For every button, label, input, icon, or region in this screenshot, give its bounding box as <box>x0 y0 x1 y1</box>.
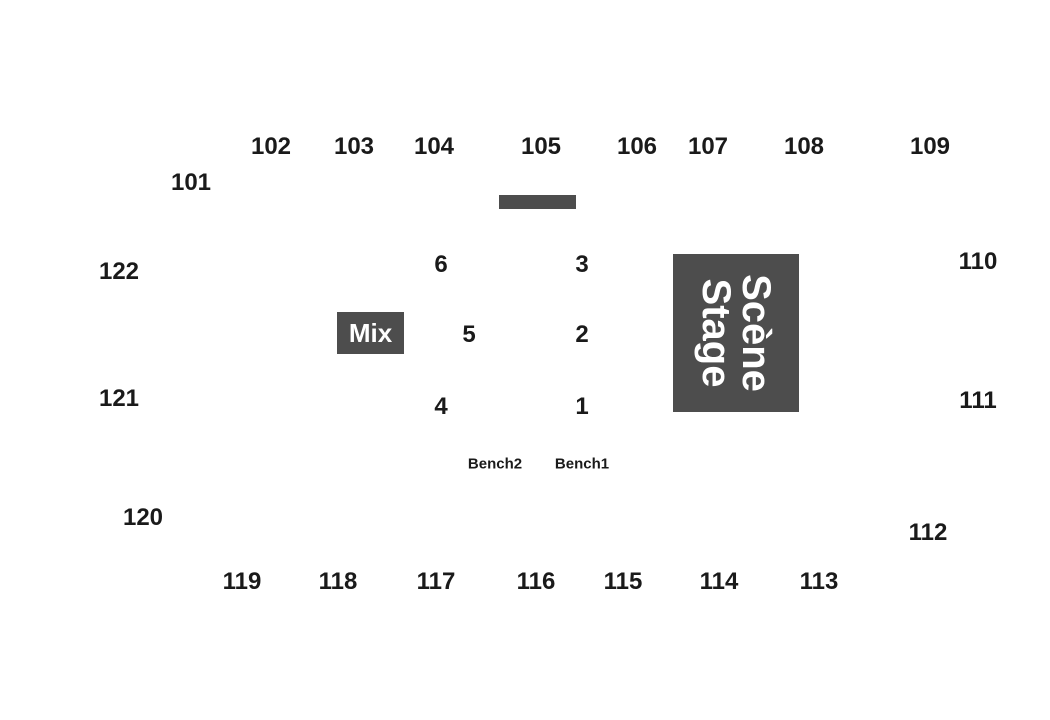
section-106[interactable]: 106 <box>616 133 658 160</box>
section-110[interactable]: 110 <box>958 248 998 275</box>
section-118[interactable]: 118 <box>318 568 358 595</box>
section-112[interactable]: 112 <box>908 519 948 546</box>
bench-2[interactable]: Bench2 <box>467 455 523 473</box>
section-103[interactable]: 103 <box>333 133 375 160</box>
section-121[interactable]: 121 <box>98 385 140 412</box>
section-101[interactable]: 101 <box>170 169 212 196</box>
section-117[interactable]: 117 <box>416 568 456 595</box>
floor-section-5[interactable]: 5 <box>462 321 476 348</box>
mix-label: Mix <box>348 318 393 348</box>
mix-booth: Mix <box>337 312 404 354</box>
section-119[interactable]: 119 <box>222 568 262 595</box>
section-102[interactable]: 102 <box>250 133 292 160</box>
floor-section-3[interactable]: 3 <box>575 251 589 278</box>
floor-section-1[interactable]: 1 <box>575 393 589 420</box>
section-116[interactable]: 116 <box>516 568 556 595</box>
platform-bar <box>499 195 576 209</box>
section-113[interactable]: 113 <box>799 568 839 595</box>
section-109[interactable]: 109 <box>909 133 951 160</box>
stage: Scène Stage <box>673 254 799 412</box>
section-108[interactable]: 108 <box>783 133 825 160</box>
section-122[interactable]: 122 <box>98 258 140 285</box>
stage-labels: Scène Stage <box>694 274 778 392</box>
floor-section-4[interactable]: 4 <box>434 393 448 420</box>
section-115[interactable]: 115 <box>603 568 643 595</box>
bench-1[interactable]: Bench1 <box>554 455 610 473</box>
section-105[interactable]: 105 <box>520 133 562 160</box>
section-111[interactable]: 111 <box>959 387 997 414</box>
stage-label-en: Stage <box>694 278 738 388</box>
section-114[interactable]: 114 <box>699 568 739 595</box>
section-104[interactable]: 104 <box>413 133 455 160</box>
stage-label-fr: Scène <box>734 274 778 392</box>
floor-section-2[interactable]: 2 <box>575 321 589 348</box>
section-120[interactable]: 120 <box>122 504 164 531</box>
section-107[interactable]: 107 <box>687 133 729 160</box>
floor-section-6[interactable]: 6 <box>434 251 448 278</box>
